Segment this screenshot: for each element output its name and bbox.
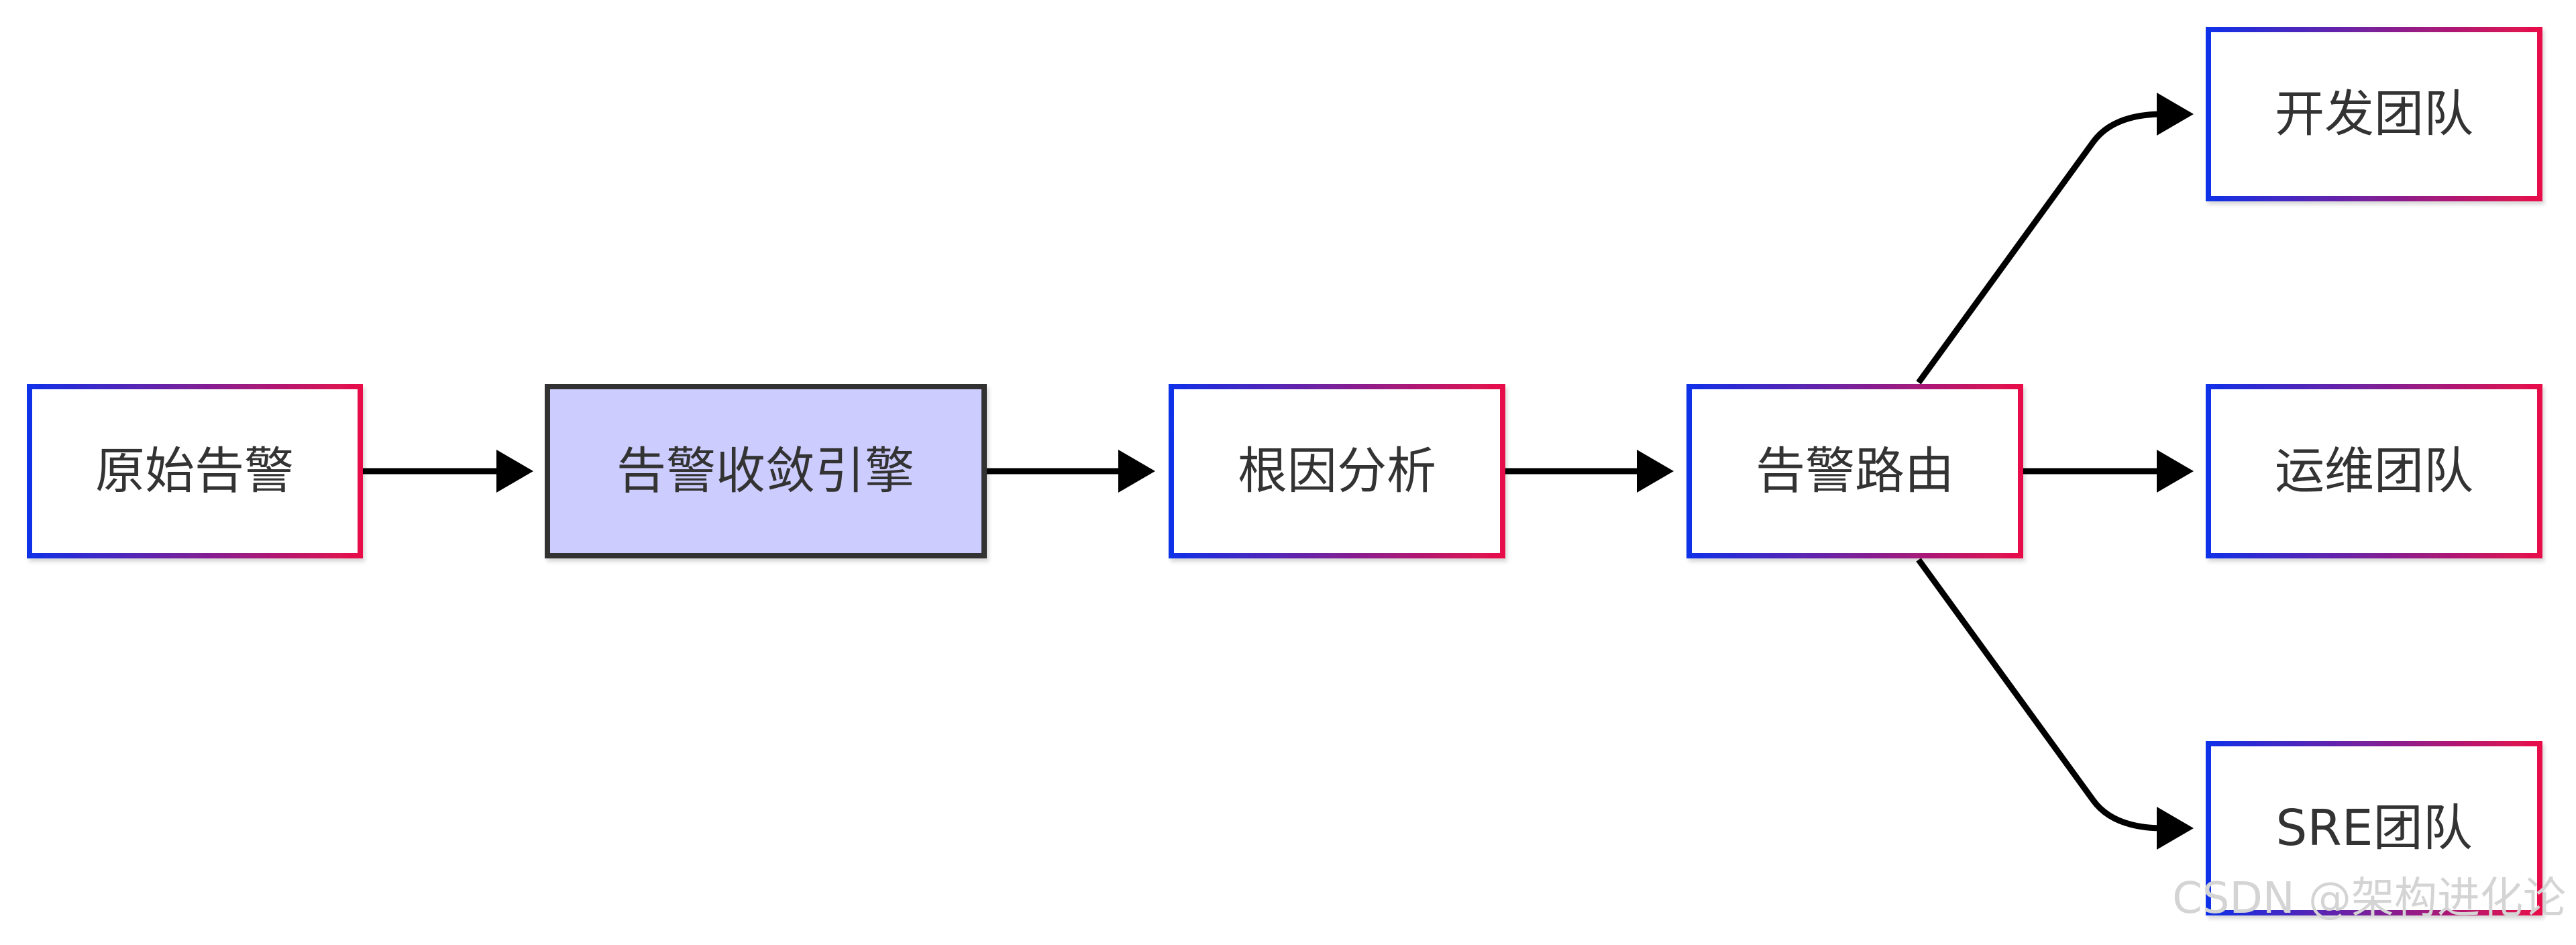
node-alert-routing-label: 告警路由 (1756, 442, 1954, 500)
arrowhead-routing (1637, 450, 1674, 493)
arrowhead-engine (496, 450, 533, 493)
arrowheads (496, 93, 2194, 850)
node-sre-team-label: SRE团队 (2275, 799, 2472, 857)
node-ops-team-label: 运维团队 (2275, 442, 2473, 500)
watermark: CSDN @架构进化论 (2172, 874, 2566, 924)
arrowhead-sre-team (2157, 807, 2194, 850)
node-dev-team (2206, 27, 2542, 201)
edges (362, 111, 2164, 832)
node-alert-routing (1686, 384, 2023, 558)
node-dev-team-label: 开发团队 (2275, 85, 2473, 143)
node-convergence-engine (545, 384, 987, 558)
arrowhead-dev-team (2157, 93, 2194, 136)
node-root-cause-label: 根因分析 (1238, 442, 1436, 500)
edge-routing-to-dev-team (1916, 111, 2164, 385)
node-root-cause (1169, 384, 1505, 558)
arrowhead-ops-team (2157, 450, 2194, 493)
edge-routing-to-sre-team (1916, 558, 2164, 832)
node-raw-alert (27, 384, 363, 558)
node-ops-team (2206, 384, 2542, 558)
arrowhead-root-cause (1118, 450, 1155, 493)
node-sre-team (2206, 741, 2542, 915)
node-convergence-engine-label: 告警收敛引擎 (616, 442, 914, 500)
node-raw-alert-label: 原始告警 (95, 442, 294, 500)
